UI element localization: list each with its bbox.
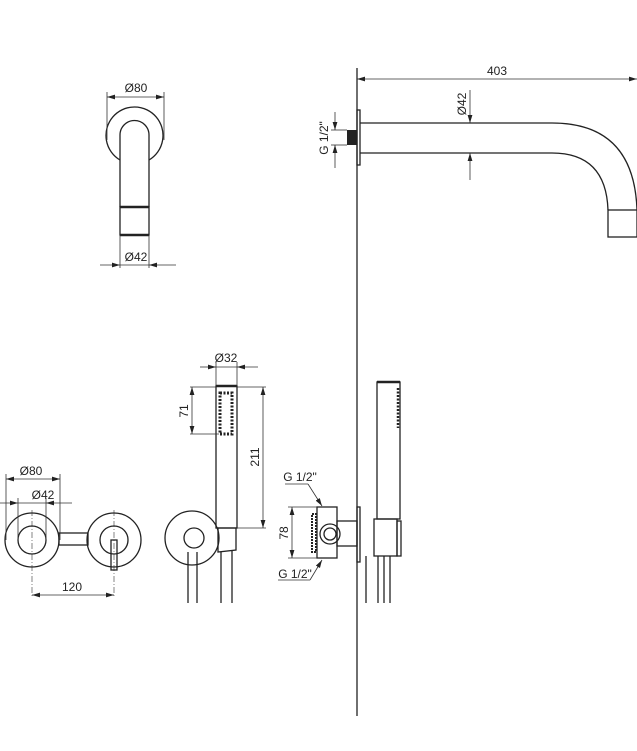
hand-shower-front-view: Ø32 71 211 — [164, 351, 266, 603]
valve-height: 78 — [277, 526, 291, 540]
hand-shower-diameter: Ø32 — [215, 351, 238, 365]
spout-length: 403 — [487, 64, 507, 78]
mixer-front-view: Ø80 Ø42 120 — [0, 464, 142, 598]
thread-connector — [347, 130, 357, 145]
valve-thread-bottom: G 1/2" — [278, 567, 312, 581]
valve-side-view: 78 G 1/2" G 1/2" — [277, 380, 402, 603]
spray-nozzles — [218, 391, 234, 436]
spout-front-outer-diameter: Ø80 — [125, 81, 148, 95]
valve-thread-top: G 1/2" — [283, 470, 317, 484]
mixer-spacing: 120 — [62, 580, 82, 594]
hand-shower-total-length: 211 — [248, 447, 262, 466]
mixer-inner-diameter: Ø42 — [32, 488, 55, 502]
spout-side-view: 403 Ø42 G 1/2" — [317, 64, 637, 238]
mixer-outer-diameter: Ø80 — [20, 464, 43, 478]
spout-thread-size: G 1/2" — [317, 121, 331, 155]
spout-front-view: Ø80 Ø42 — [100, 81, 176, 268]
spout-front-inner-diameter: Ø42 — [125, 250, 148, 264]
hand-shower-head-length: 71 — [177, 404, 191, 418]
spout-side-diameter: Ø42 — [455, 92, 469, 115]
